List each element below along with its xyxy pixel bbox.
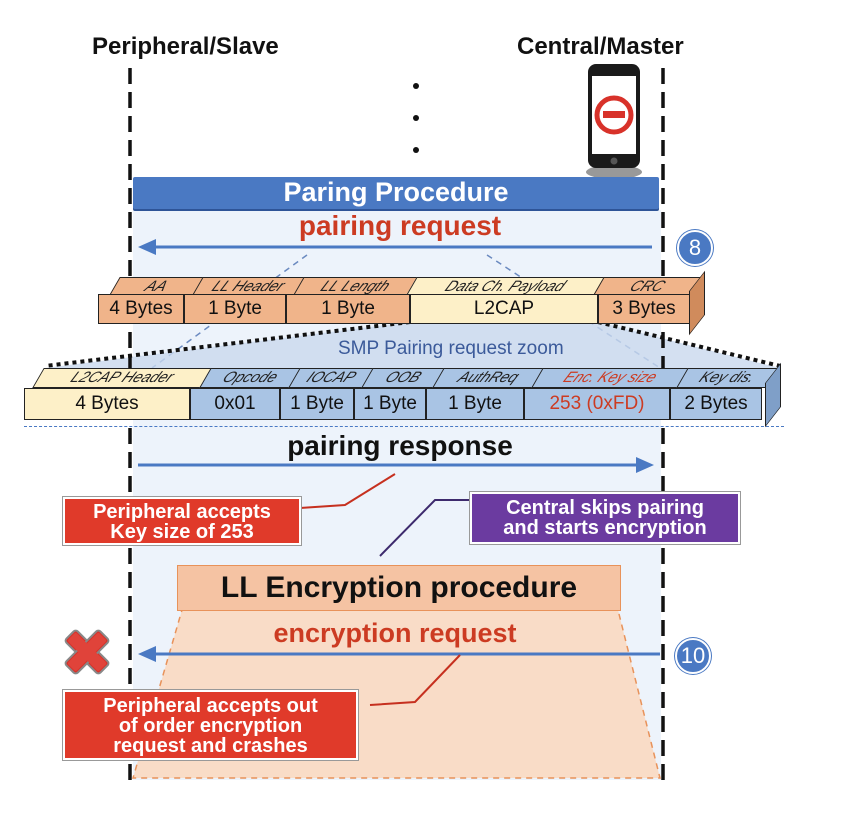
ll-value-llheader: 1 Byte xyxy=(184,294,286,324)
ellipsis-dot xyxy=(413,83,419,89)
encryption-request-label: encryption request xyxy=(273,618,517,648)
smp-header-iocap: IOCAP xyxy=(288,368,374,388)
smp-header-authreq: AuthReq xyxy=(432,368,544,388)
note-peripheral-crashes: Peripheral accepts out of order encrypti… xyxy=(62,689,359,761)
smp-value-key-dis: 2 Bytes xyxy=(670,388,762,420)
smp-value-l2cap: 4 Bytes xyxy=(24,388,190,420)
smp-value-authreq: 1 Byte xyxy=(426,388,524,420)
red-x-icon xyxy=(64,629,110,675)
pairing-response-label: pairing response xyxy=(287,430,513,461)
ll-packet-header-row: AA LL Header LL Length Data Ch. Payload … xyxy=(98,270,708,336)
smp-header-l2cap: L2CAP Header xyxy=(32,368,212,388)
callout-line-crash xyxy=(369,654,461,706)
smp-value-oob: 1 Byte xyxy=(354,388,426,420)
pairing-procedure-bar: Paring Procedure xyxy=(133,177,659,209)
note-central-skips: Central skips pairing and starts encrypt… xyxy=(469,491,741,545)
ll-value-crc: 3 Bytes xyxy=(598,294,690,324)
smp-value-enc-key-size: 253 (0xFD) xyxy=(524,388,670,420)
ellipsis-dot xyxy=(413,147,419,153)
ll-encryption-procedure-box: LL Encryption procedure xyxy=(177,565,621,611)
smp-header-oob: OOB xyxy=(361,368,445,388)
ll-value-aa: 4 Bytes xyxy=(98,294,184,324)
smp-packet-value-row: 4 Bytes 0x01 1 Byte 1 Byte 1 Byte 253 (0… xyxy=(24,388,774,420)
note-peripheral-accepts-key: Peripheral accepts Key size of 253 xyxy=(62,496,302,546)
smp-zoom-wedge xyxy=(45,322,780,368)
smp-header-opcode: Opcode xyxy=(199,368,301,388)
smp-header-key-dis: Key dis. xyxy=(676,368,778,388)
smp-value-iocap: 1 Byte xyxy=(280,388,354,420)
smp-header-enc-key-size: Enc. Key size xyxy=(531,368,689,388)
dotted-zoom-left xyxy=(44,320,411,368)
ellipsis-dot xyxy=(413,115,419,121)
step-8-badge: 8 xyxy=(677,230,713,266)
ll-value-payload: L2CAP xyxy=(410,294,598,324)
peripheral-lane-title: Peripheral/Slave xyxy=(92,33,279,60)
smp-packet-underline xyxy=(24,426,784,427)
ll-packet-value-row: 4 Bytes 1 Byte 1 Byte L2CAP 3 Bytes xyxy=(98,294,698,324)
smp-zoom-label: SMP Pairing request zoom xyxy=(338,338,564,359)
pairing-request-label: pairing request xyxy=(298,210,502,241)
central-lane-title: Central/Master xyxy=(517,33,684,60)
ll-value-lllength: 1 Byte xyxy=(286,294,410,324)
callout-line-accept-key xyxy=(299,473,396,509)
step-10-badge: 10 xyxy=(675,638,711,674)
smartphone-icon xyxy=(586,64,642,179)
smp-value-opcode: 0x01 xyxy=(190,388,280,420)
smp-packet-header-row: L2CAP Header Opcode IOCAP OOB AuthReq En… xyxy=(24,362,794,428)
callout-line-central-skips xyxy=(379,499,470,557)
